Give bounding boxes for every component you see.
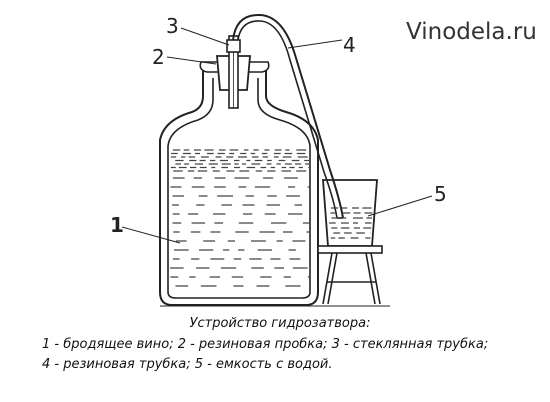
bottle-outer <box>159 68 319 306</box>
callout-5-leader <box>367 195 433 217</box>
callout-3-leader <box>180 27 230 46</box>
callout-1-number: 1 <box>110 213 124 237</box>
callout-3-number: 3 <box>166 14 179 38</box>
rubber-hose-inner <box>237 20 338 219</box>
stand-leg-right <box>365 252 381 305</box>
bottle-inner <box>167 78 311 299</box>
caption-line-2: 4 - резиновая трубка; 5 - емкость с водо… <box>42 357 333 372</box>
caption-title: Устройство гидрозатвора: <box>189 316 371 331</box>
callout-4-number: 4 <box>343 33 356 57</box>
glass-tube-top <box>226 39 241 53</box>
callout-2-number: 2 <box>152 45 165 69</box>
caption-line-1: 1 - бродящее вино; 2 - резиновая пробка;… <box>42 337 489 352</box>
stand-leg-left <box>322 252 338 305</box>
rubber-hose <box>232 13 344 219</box>
fermenting-wine <box>170 149 310 287</box>
callout-2-leader <box>166 56 217 65</box>
stand-top <box>317 245 383 254</box>
callout-1-leader <box>121 226 181 244</box>
callout-5-number: 5 <box>434 182 447 206</box>
callout-4-leader <box>287 39 343 49</box>
site-label: Vinodela.ru <box>406 19 537 45</box>
water <box>329 207 373 239</box>
